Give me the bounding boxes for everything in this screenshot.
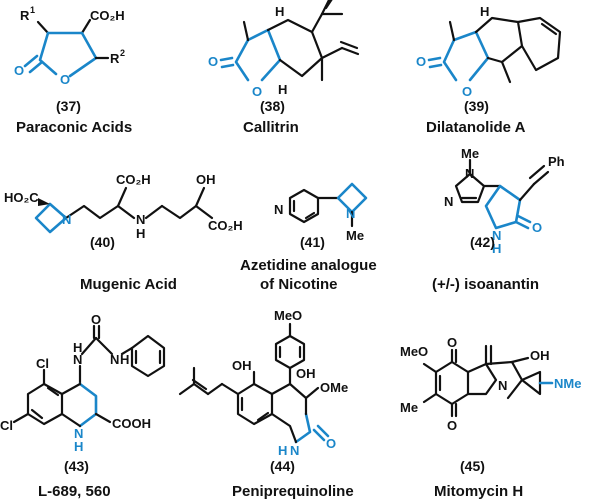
h-label-1: H: [480, 4, 489, 19]
ring-n: N: [498, 378, 507, 393]
lactam-h: H: [492, 241, 501, 256]
compound-number-45: (45): [460, 458, 485, 474]
structure-41: N N Me: [274, 182, 368, 243]
compound-name-41-line1: Azetidine analogue: [240, 257, 377, 274]
h-label-2: H: [278, 82, 287, 97]
compound-name-37: Paraconic Acids: [16, 119, 132, 136]
methyl-label: Me: [461, 146, 479, 161]
structure-44: MeO OH OH OMe N H O: [178, 308, 348, 458]
methyl-label: Me: [346, 228, 364, 243]
carbonyl-oxygen: O: [14, 63, 24, 78]
compound-name-40: Mugenic Acid: [80, 276, 177, 293]
compound-name-42: (+/-) isoanantin: [432, 276, 539, 293]
lactam-h: H: [278, 443, 287, 458]
r2-label: R: [110, 51, 120, 66]
compound-number-42: (42): [470, 234, 495, 250]
carbonyl-oxygen: O: [326, 436, 336, 451]
lactam-n: N: [492, 228, 501, 243]
methoxy-label: MeO: [400, 344, 428, 359]
compound-number-44: (44): [270, 458, 295, 474]
r1-label: R: [20, 8, 30, 23]
aziridine-nme: NMe: [554, 376, 581, 391]
lactam-n: N: [290, 443, 299, 458]
ring-oxygen: O: [60, 72, 70, 87]
methoxy-label-2: OMe: [320, 380, 348, 395]
ring-oxygen: O: [462, 84, 472, 99]
compound-number-40: (40): [90, 234, 115, 250]
compound-number-38: (38): [260, 98, 285, 114]
phenyl-label: Ph: [548, 154, 565, 169]
compound-name-44: Peniprequinoline: [232, 483, 354, 500]
acid-label-1: HO₂C: [4, 190, 39, 205]
structure-38: H H O O: [208, 0, 360, 99]
structure-43: O N H N H Cl Cl N H COOH: [0, 312, 166, 454]
nh-h-label-2: H: [120, 352, 129, 367]
nh-h-label: H: [136, 226, 145, 241]
nh-label-1: N: [73, 352, 82, 367]
compound-number-37: (37): [56, 98, 81, 114]
compound-name-39: Dilatanolide A: [426, 119, 526, 136]
structure-45: MeO Me O O OH N NMe: [400, 335, 581, 433]
structure-39: H O O: [416, 4, 562, 99]
quinone-oxygen-1: O: [447, 335, 457, 350]
structure-37: R 1 CO₂H O O R 2: [14, 5, 125, 87]
methyl-label: Me: [400, 400, 418, 415]
oh-label: OH: [196, 172, 216, 187]
compound-name-41-line2: of Nicotine: [260, 276, 338, 293]
amine-n: N: [74, 426, 83, 441]
compound-number-39: (39): [464, 98, 489, 114]
chloro-label-1: Cl: [36, 356, 49, 371]
acid-label-3: CO₂H: [208, 218, 243, 233]
h-label-1: H: [275, 4, 284, 19]
hydroxyl-label: OH: [530, 348, 550, 363]
compound-name-43: L-689, 560: [38, 483, 111, 500]
compound-name-45: Mitomycin H: [434, 483, 523, 500]
nh-label: N: [136, 212, 145, 227]
r2-superscript: 2: [120, 48, 125, 58]
nh-h-label-1: H: [73, 340, 82, 355]
r1-superscript: 1: [30, 5, 35, 15]
compound-name-38: Callitrin: [243, 119, 299, 136]
amine-h: H: [74, 439, 83, 454]
carbonyl-oxygen: O: [532, 220, 542, 235]
nh-label-2: N: [110, 352, 119, 367]
quinone-oxygen-2: O: [447, 418, 457, 433]
imidazole-n2: N: [444, 194, 453, 209]
compound-number-43: (43): [64, 458, 89, 474]
pyridine-n: N: [274, 202, 283, 217]
azetidine-n: N: [346, 206, 355, 221]
ring-oxygen: O: [252, 84, 262, 99]
n-label: N: [62, 212, 71, 227]
structure-42: Me N N Ph N H O: [444, 146, 565, 256]
structure-40: HO₂C N CO₂H N H OH CO₂H: [4, 172, 243, 241]
imidazole-n1: N: [465, 166, 474, 181]
methoxy-label-1: MeO: [274, 308, 302, 323]
carbonyl-oxygen: O: [208, 54, 218, 69]
hydroxyl-label-1: OH: [232, 358, 252, 373]
carbonyl-oxygen: O: [416, 54, 426, 69]
carboxyl-label: COOH: [112, 416, 151, 431]
acid-label-2: CO₂H: [116, 172, 151, 187]
urea-oxygen: O: [91, 312, 101, 327]
hydroxyl-label-2: OH: [296, 366, 316, 381]
chloro-label-2: Cl: [0, 418, 13, 433]
acid-label: CO₂H: [90, 8, 125, 23]
compound-number-41: (41): [300, 234, 325, 250]
